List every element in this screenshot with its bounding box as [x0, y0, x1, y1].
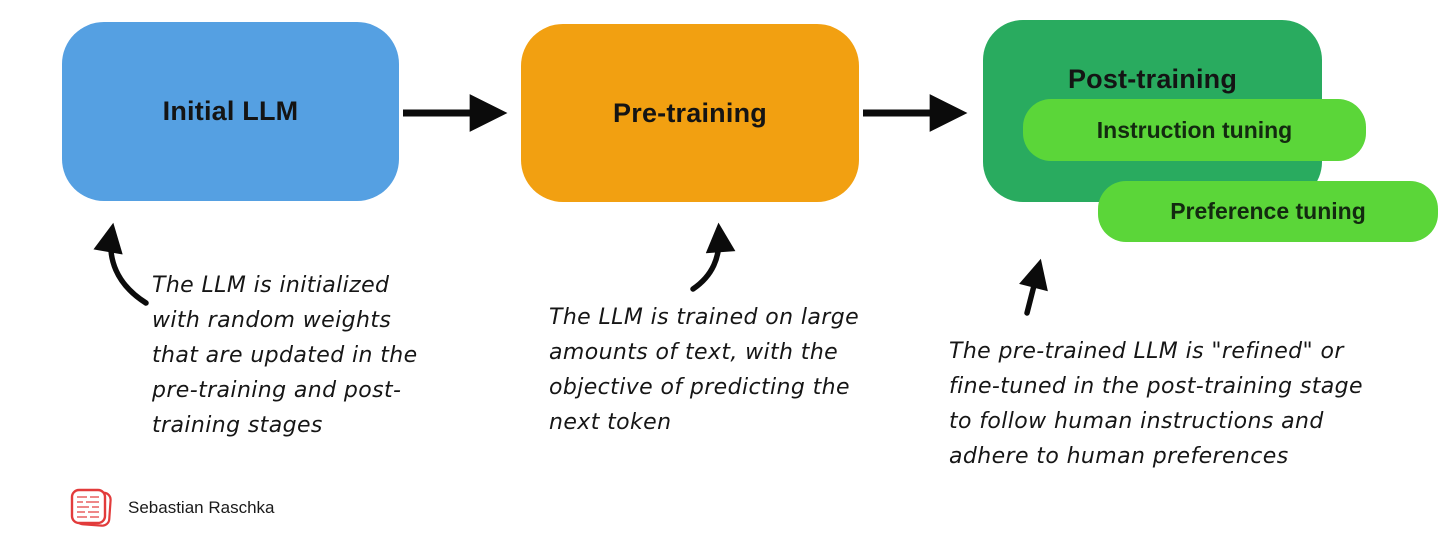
stamp-logo-icon: [70, 488, 112, 527]
stage-box-pre-training: Pre-training: [521, 24, 859, 202]
annotation-line: next token: [549, 410, 672, 435]
author-footer: Sebastian Raschka: [68, 486, 274, 530]
annotation-line: to follow human instructions and: [949, 409, 1324, 434]
annotation-line: adhere to human preferences: [949, 444, 1289, 469]
annotation-arrow-initial: [93, 222, 149, 306]
annotation-arrow-posttraining: [1019, 258, 1048, 316]
stage-box-initial-llm: Initial LLM: [62, 22, 399, 201]
stage-label-initial-llm: Initial LLM: [162, 96, 299, 126]
annotation-line: amounts of text, with the: [549, 340, 839, 365]
annotation-line: with random weights: [152, 308, 392, 333]
annotation-pre-training: The LLM is trained on large amounts of t…: [549, 300, 859, 440]
annotation-post-training: The pre-trained LLM is "refined" or fine…: [949, 334, 1363, 474]
substage-pill-preference-tuning: Preference tuning: [1098, 181, 1438, 242]
substage-pill-instruction-tuning: Instruction tuning: [1023, 99, 1366, 161]
annotation-line: fine-tuned in the post-training stage: [949, 374, 1363, 399]
annotation-line: training stages: [152, 413, 323, 438]
stage-label-post-training: Post-training: [1067, 64, 1238, 94]
annotation-line: The LLM is trained on large: [549, 305, 860, 330]
annotation-line: The pre-trained LLM is "refined" or: [949, 339, 1344, 364]
substage-label-preference-tuning: Preference tuning: [1170, 198, 1366, 224]
author-name: Sebastian Raschka: [128, 498, 275, 517]
substage-label-instruction-tuning: Instruction tuning: [1096, 116, 1293, 143]
annotation-initial-llm: The LLM is initialized with random weigh…: [152, 268, 418, 443]
stage-label-pre-training: Pre-training: [613, 97, 767, 128]
annotation-line: The LLM is initialized: [152, 273, 390, 298]
annotation-line: pre-training and post-: [152, 378, 402, 403]
annotation-line: that are updated in the: [152, 343, 418, 368]
annotation-line: objective of predicting the: [549, 375, 850, 400]
annotation-arrow-pretraining: [690, 222, 736, 292]
